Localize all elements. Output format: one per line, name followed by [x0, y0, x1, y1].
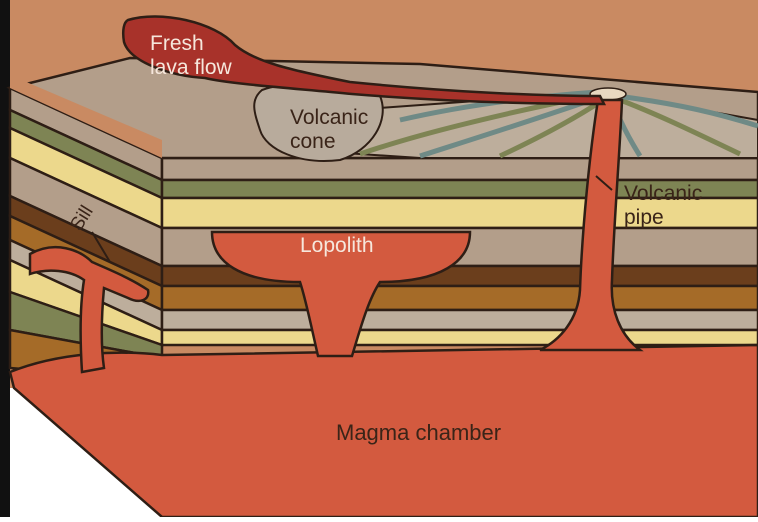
label-fresh-lava-line2: lava flow [150, 56, 233, 79]
label-magma-chamber: Magma chamber [336, 420, 501, 445]
label-volcanic-pipe-line1: Volcanic [624, 182, 702, 205]
left-border [0, 0, 10, 517]
label-volcanic-pipe-line2: pipe [624, 206, 664, 229]
label-fresh-lava-line1: Fresh [150, 32, 204, 55]
label-volcanic-cone-line1: Volcanic [290, 106, 368, 129]
label-lopolith: Lopolith [300, 234, 374, 257]
label-volcanic-cone-line2: cone [290, 130, 336, 153]
